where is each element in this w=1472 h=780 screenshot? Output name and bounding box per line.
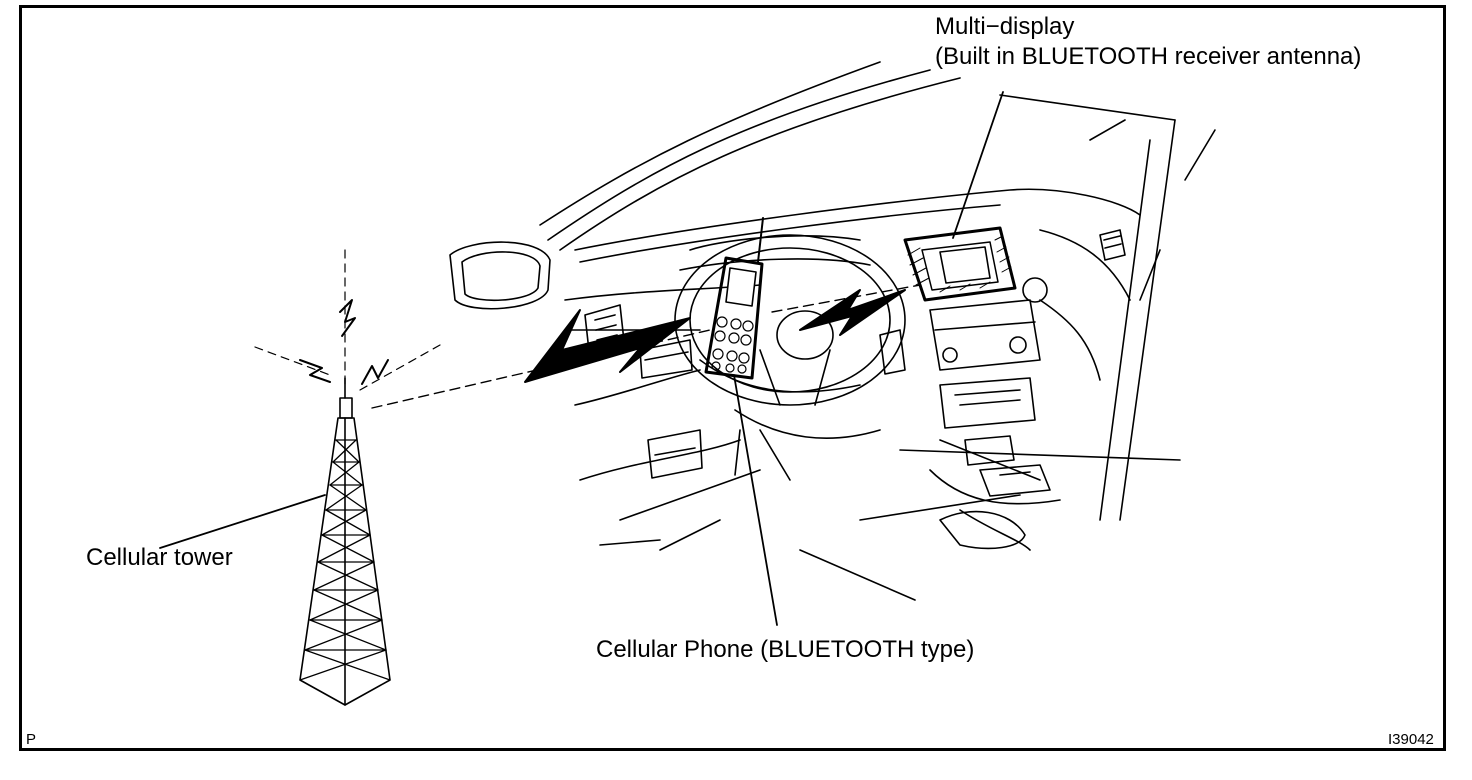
radio-signal (254, 249, 921, 409)
label-cellular-phone: Cellular Phone (BLUETOOTH type) (596, 636, 975, 663)
leader-cellular-phone (733, 374, 778, 626)
leader-multi-display (952, 91, 1004, 239)
figure-code: I39042 (1388, 731, 1434, 748)
cellular-phone (704, 217, 764, 380)
label-multi-display-line2: (Built in BLUETOOTH receiver antenna) (935, 43, 1362, 70)
corner-label-left: P (26, 731, 37, 748)
leader-cellular-tower (159, 494, 326, 549)
figure-frame (19, 5, 1446, 751)
label-cellular-tower: Cellular tower (86, 544, 233, 571)
label-multi-display: Multi−display (Built in BLUETOOTH receiv… (935, 12, 1361, 72)
car-interior (449, 61, 1216, 601)
leader-lines (159, 91, 1004, 626)
cellular-tower (299, 377, 391, 706)
multi-display-unit (903, 226, 1017, 302)
label-multi-display-line1: Multi−display (935, 13, 1075, 40)
